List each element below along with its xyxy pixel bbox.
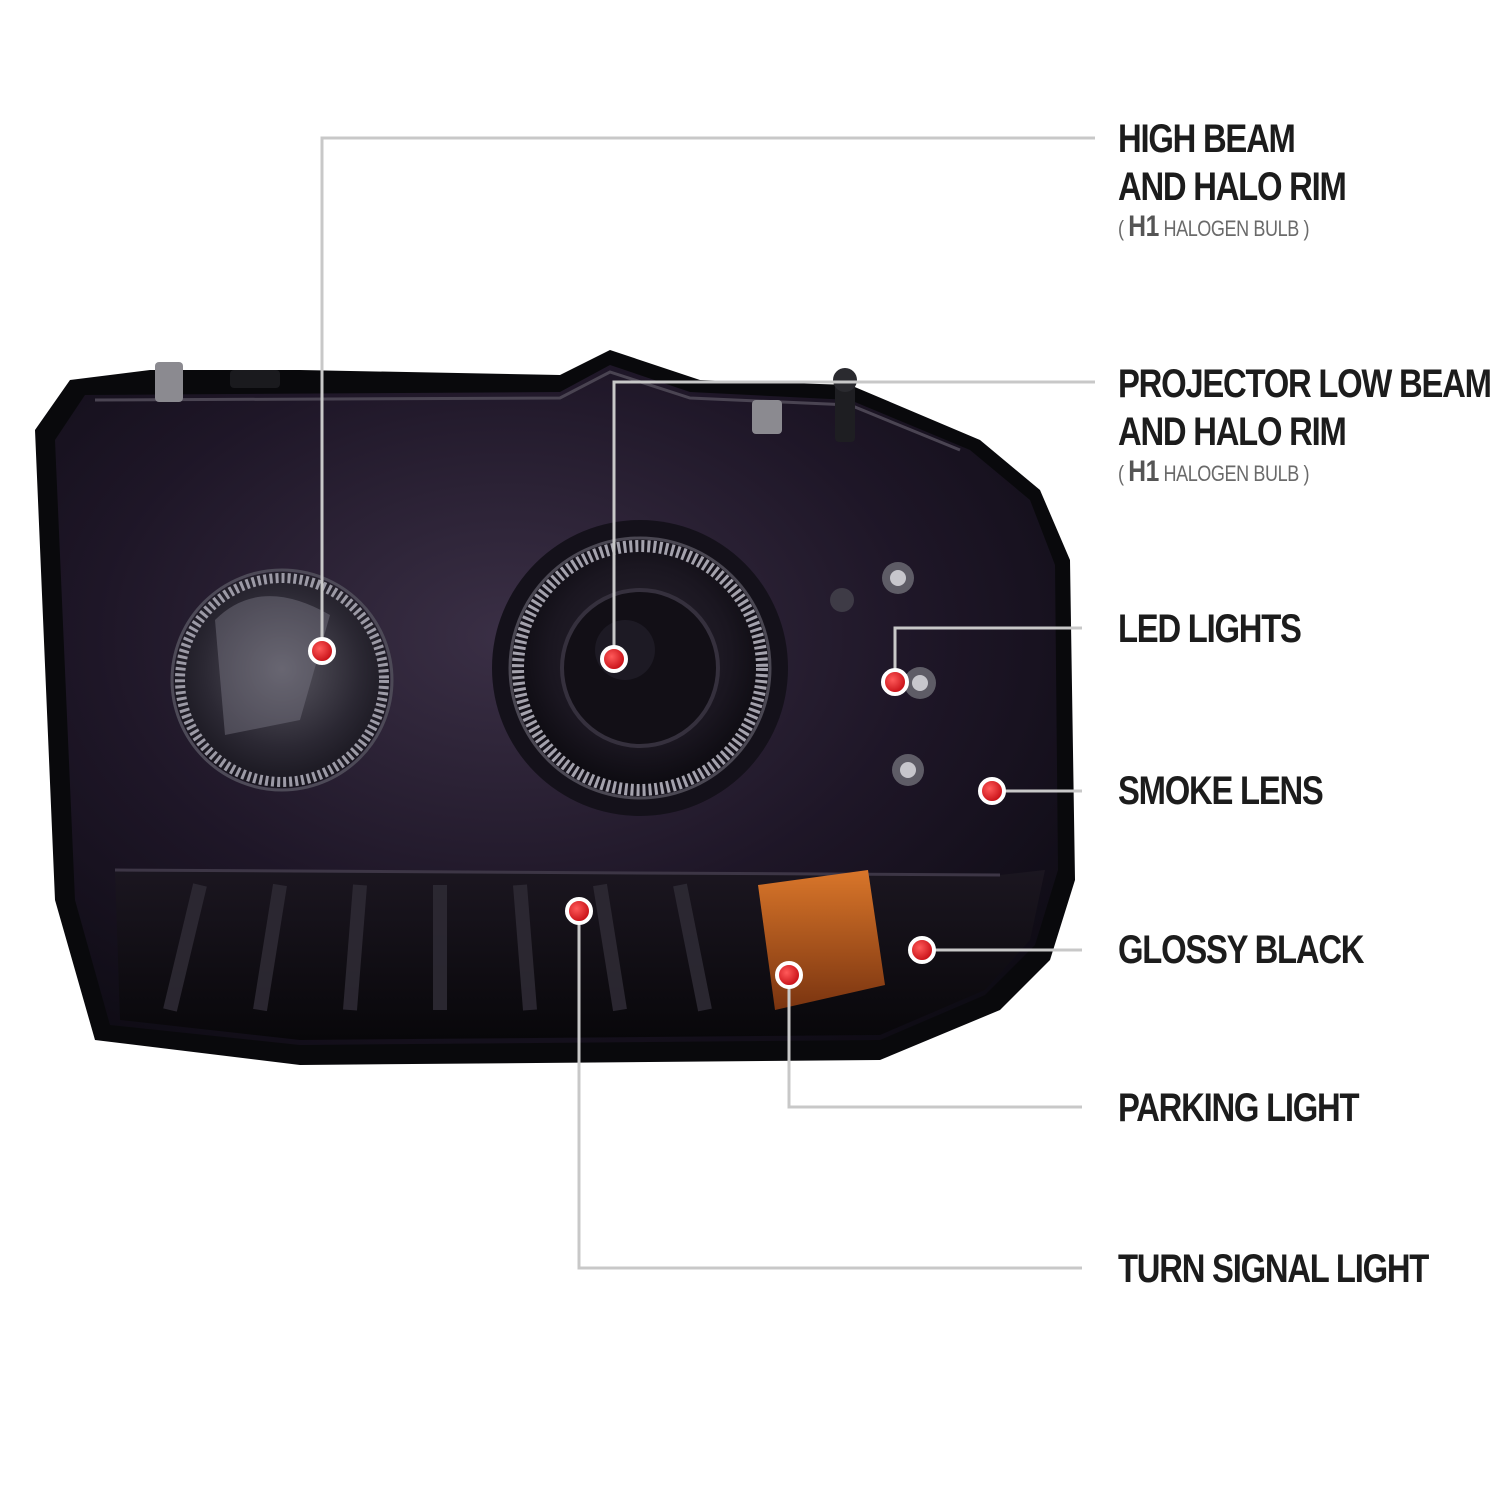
subtitle-rest: HALOGEN BULB ) — [1158, 461, 1310, 486]
subtitle-open: ( — [1118, 461, 1129, 486]
bulb-type: H1 — [1128, 455, 1159, 488]
callout-led-lights: LED LIGHTS — [1118, 605, 1341, 653]
marker-smoke-lens — [978, 777, 1006, 805]
callout-high-beam: HIGH BEAM AND HALO RIM ( H1 HALOGEN BULB… — [1118, 115, 1396, 243]
marker-high-beam — [308, 637, 336, 665]
callout-title: PARKING LIGHT — [1118, 1086, 1360, 1130]
marker-turn-signal-light — [565, 897, 593, 925]
marker-projector-low-beam — [600, 645, 628, 673]
projector-low-beam — [492, 520, 788, 816]
callout-title-line2: AND HALO RIM — [1118, 410, 1347, 454]
callout-glossy-black: GLOSSY BLACK — [1118, 926, 1417, 974]
callout-turn-signal-light: TURN SIGNAL LIGHT — [1118, 1245, 1496, 1293]
callout-title: HIGH BEAM — [1118, 117, 1296, 161]
high-beam-reflector — [170, 568, 394, 792]
subtitle-rest: HALOGEN BULB ) — [1158, 216, 1310, 241]
callout-title-line2: AND HALO RIM — [1118, 165, 1347, 209]
marker-glossy-black — [908, 936, 936, 964]
callout-title: LED LIGHTS — [1118, 607, 1302, 651]
callout-subtitle: ( H1 HALOGEN BULB ) — [1118, 455, 1491, 488]
callout-title: GLOSSY BLACK — [1118, 928, 1364, 972]
marker-parking-light — [775, 961, 803, 989]
callout-parking-light: PARKING LIGHT — [1118, 1084, 1411, 1132]
callout-markers — [308, 637, 1006, 989]
leader-lines — [320, 136, 1095, 1270]
callout-title: PROJECTOR LOW BEAM — [1118, 362, 1492, 406]
callout-projector-low-beam: PROJECTOR LOW BEAM AND HALO RIM ( H1 HAL… — [1118, 360, 1500, 488]
bulb-type: H1 — [1128, 210, 1159, 243]
subtitle-open: ( — [1118, 216, 1129, 241]
callout-title: SMOKE LENS — [1118, 769, 1324, 813]
marker-led-lights — [881, 668, 909, 696]
callout-smoke-lens: SMOKE LENS — [1118, 767, 1367, 815]
mounting-tabs — [155, 362, 857, 442]
callout-title: TURN SIGNAL LIGHT — [1118, 1247, 1429, 1291]
led-cluster — [830, 562, 936, 786]
callout-subtitle: ( H1 HALOGEN BULB ) — [1118, 210, 1346, 243]
amber-parking-reflector — [758, 870, 885, 1010]
